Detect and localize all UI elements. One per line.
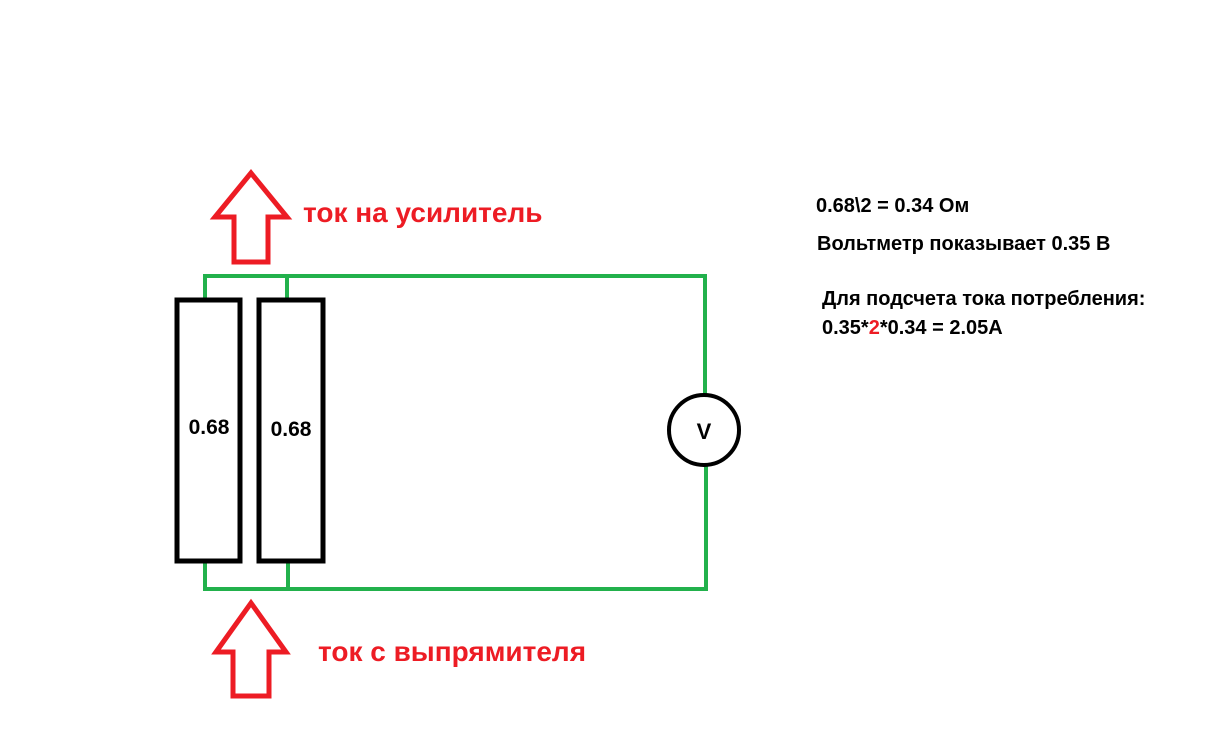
bottom-wire: [203, 458, 708, 591]
top-wire: [203, 274, 707, 398]
wires: [203, 274, 708, 591]
resistor-2: [256, 297, 326, 564]
resistor-1: [174, 297, 243, 564]
arrow-up-in-icon: [211, 598, 291, 699]
note-voltmeter-reading: Вольтметр показывает 0.35 В: [817, 233, 1111, 255]
resistor-2-value: 0.68: [271, 418, 312, 441]
note-calc-formula: 0.35*2*0.34 = 2.05А: [822, 317, 1003, 340]
current-in-label: ток с выпрямителя: [318, 636, 586, 667]
current-out-label: ток на усилитель: [303, 197, 542, 228]
formula-part-1: 0.35*: [822, 317, 869, 339]
voltmeter-symbol: V: [697, 419, 712, 444]
arrow-up-out-icon: [209, 169, 293, 265]
formula-part-2: *0.34 = 2.05А: [879, 317, 1003, 339]
note-resistance: 0.68\2 = 0.34 Ом: [816, 195, 970, 217]
resistor-1-value: 0.68: [189, 416, 230, 439]
voltmeter: [667, 393, 741, 467]
formula-highlight: 2: [868, 317, 880, 339]
note-calc-heading: Для подсчета тока потребления:: [822, 288, 1146, 310]
